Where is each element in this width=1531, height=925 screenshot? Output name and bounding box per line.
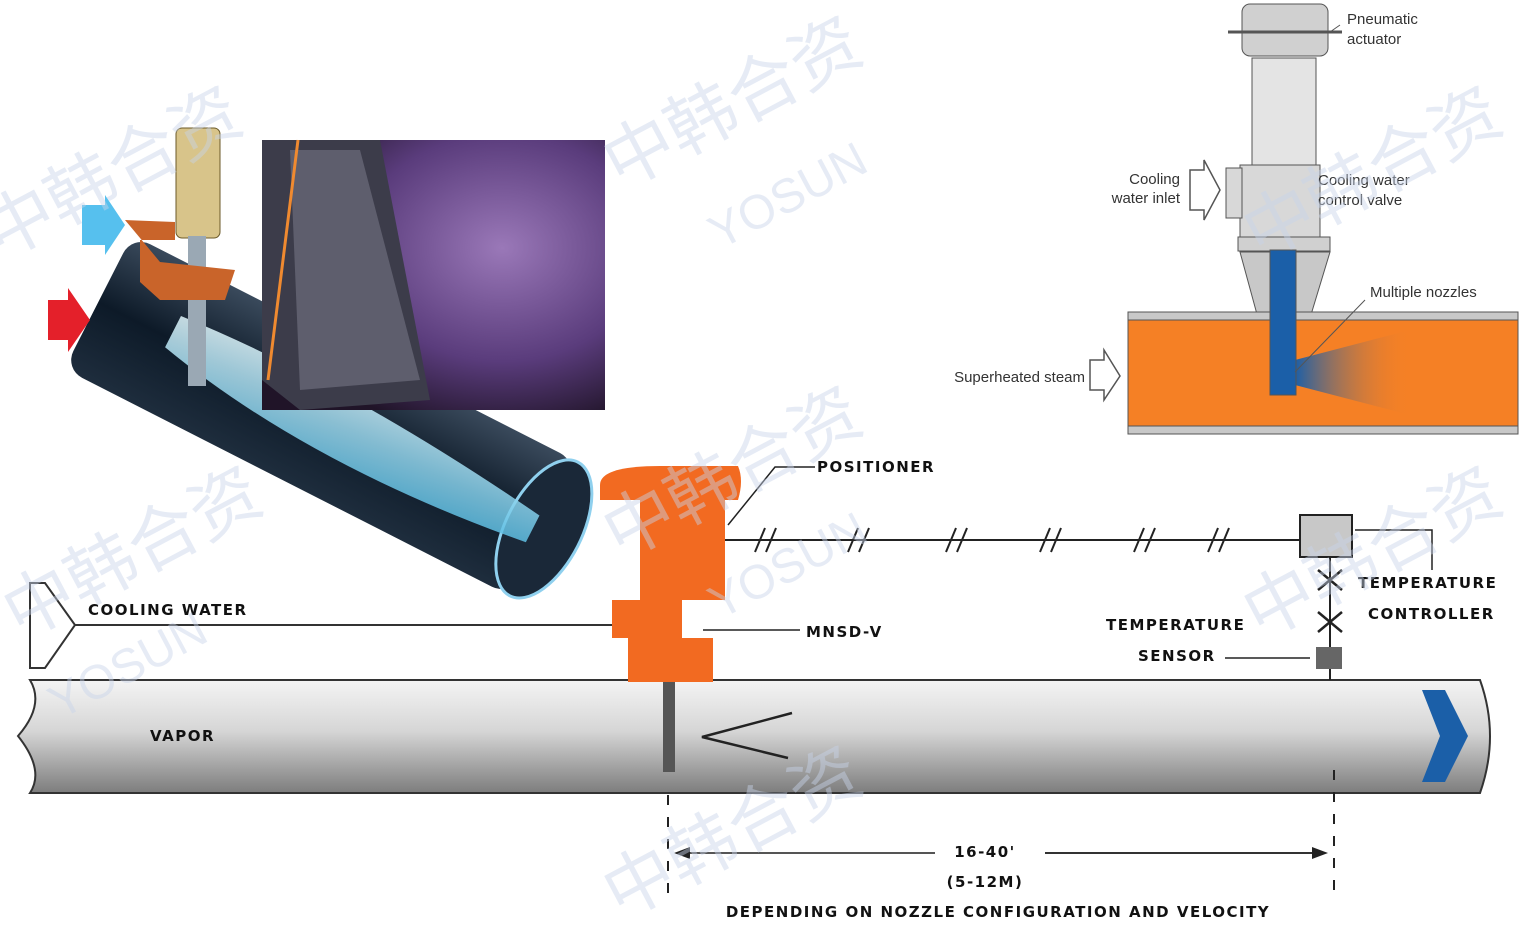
flow-direction-arrow	[1422, 690, 1468, 782]
desuperheater-illustration	[48, 127, 605, 600]
temperature-controller	[1299, 514, 1353, 558]
label-superheated-steam: Superheated steam	[954, 369, 1085, 386]
temperature-sensor	[1316, 647, 1342, 669]
label-distance-ft: 16-40'	[954, 843, 1016, 861]
label-mnsd-v: MNSD-V	[806, 623, 883, 641]
label-cooling-water-inlet: Cooling	[1129, 171, 1180, 188]
nozzle-spray	[1295, 330, 1410, 415]
spray-cone	[701, 711, 793, 760]
label-distance-note: DEPENDING ON NOZZLE CONFIGURATION AND VE…	[726, 903, 1270, 921]
label-temperature-controller-2: CONTROLLER	[1368, 605, 1495, 623]
cooling-water-arrow	[29, 582, 77, 669]
mnsd-v-valve	[600, 466, 741, 682]
desuperheater-schematic: Pneumatic actuator Cooling water inlet C…	[954, 3, 1519, 435]
watermark-cn: 中韩合资	[1229, 451, 1515, 655]
vapor-pipe	[16, 679, 1491, 794]
label-pneumatic-actuator: Pneumatic	[1347, 11, 1418, 28]
label-positioner: POSITIONER	[817, 458, 935, 476]
label-cooling-water: COOLING WATER	[88, 601, 248, 619]
label-temperature-sensor-2: SENSOR	[1138, 647, 1216, 665]
label-control-valve: Cooling water	[1318, 172, 1410, 189]
label-multiple-nozzles: Multiple nozzles	[1370, 284, 1477, 301]
label-temperature-sensor: TEMPERATURE	[1106, 616, 1245, 634]
water-spray	[165, 316, 540, 543]
signal-hash-marks	[754, 527, 1230, 553]
water-inlet-arrow	[82, 195, 125, 255]
valve-body	[125, 220, 235, 300]
steam-inlet-arrow	[48, 288, 90, 352]
pneumatic-actuator	[1241, 3, 1329, 57]
label-pneumatic-actuator-2: actuator	[1347, 31, 1401, 48]
label-cooling-water-inlet-2: water inlet	[1111, 190, 1181, 207]
label-temperature-controller: TEMPERATURE	[1358, 574, 1497, 592]
cooling-water-inlet-arrow	[1189, 159, 1221, 221]
label-vapor: VAPOR	[150, 727, 215, 745]
nozzle-probe	[663, 682, 675, 772]
steam-inlet-arrow	[1089, 347, 1121, 403]
label-control-valve-2: control valve	[1318, 192, 1402, 209]
cooling-water-control-valve	[1239, 164, 1321, 238]
label-distance-m: (5-12M)	[947, 873, 1024, 891]
nozzle-stem	[1269, 249, 1297, 396]
installation-diagram: POSITIONER TEMPERATURE CONTROLLER COOLIN…	[16, 458, 1497, 921]
